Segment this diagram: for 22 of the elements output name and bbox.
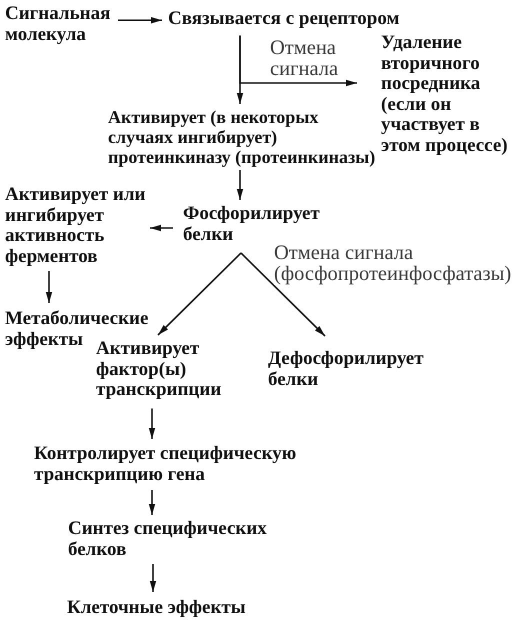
step-text: Связывается с рецептором [168, 9, 401, 30]
step-text: Активирует (в некоторых случаях ингибирует) протеинкиназу (протеинкиназы) [108, 107, 377, 167]
step-text: Сигнальная молекула [5, 4, 112, 45]
arrow [157, 252, 242, 336]
step-text: Фосфорилирует белки [183, 204, 321, 245]
arrow [148, 408, 156, 439]
arrow [150, 224, 173, 232]
arrow [240, 252, 326, 337]
step-text: Удаление вторичного посредника (если он участвует в этом процессе) [381, 33, 509, 156]
arrow [118, 17, 162, 24]
arrow [46, 271, 52, 303]
step-text: Синтез специфических белков [68, 519, 268, 560]
arrow [148, 490, 156, 515]
step-text: Клеточные эффекты [67, 598, 247, 618]
arrow [236, 170, 244, 200]
step-text: Контролирует специфическую транскрипцию гена [34, 444, 298, 485]
arrow [239, 36, 357, 86]
edge-label: Отмена сигнала (фосфопротеинфосфатазы) [274, 243, 513, 285]
step-text: Активирует фактор(ы) транскрипции [96, 339, 223, 400]
arrow [150, 564, 156, 592]
step-text: Дефосфорилирует белки [268, 349, 425, 390]
step-text: Активирует или ингибирует активность ферментов [5, 185, 147, 267]
